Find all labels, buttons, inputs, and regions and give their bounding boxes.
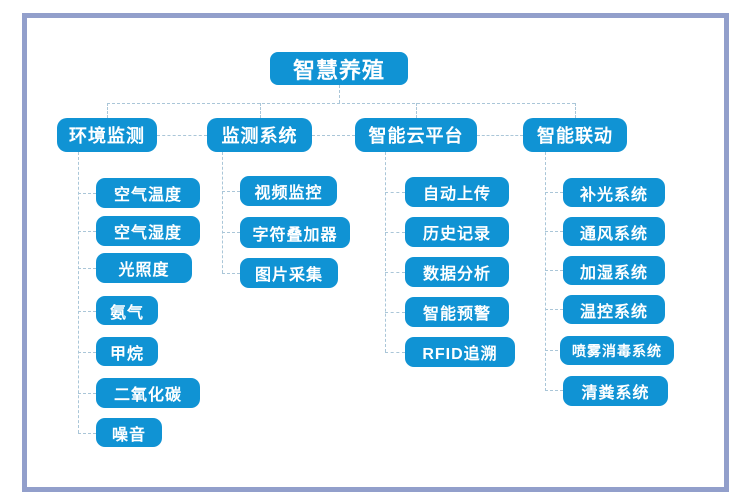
root-node-smart-farming: 智慧养殖 [270,52,408,85]
leaf-humidification-system: 加湿系统 [563,256,665,285]
leaf-rfid-traceability: RFID追溯 [405,337,515,367]
connector-stub [385,352,405,353]
branch-smart-linkage: 智能联动 [523,118,627,152]
branch-env-monitoring: 环境监测 [57,118,157,152]
frame-border [22,13,729,492]
leaf-ammonia: 氨气 [96,296,158,325]
connector-stub [545,192,563,193]
leaf-history-records: 历史记录 [405,217,509,247]
connector-branch-bus [107,103,575,104]
connector-drop-branch-2 [416,103,417,118]
leaf-air-humidity: 空气湿度 [96,216,200,246]
connector-drop-branch-0 [107,103,108,118]
connector-stub [545,309,563,310]
leaf-carbon-dioxide: 二氧化碳 [96,378,200,408]
connector-stub [545,270,563,271]
connector-stub [222,273,240,274]
leaf-temperature-control-system: 温控系统 [563,295,665,324]
connector-stub [78,231,96,232]
connector-stub [222,191,240,192]
connector-drop-branch-1 [260,103,261,118]
leaf-data-analysis: 数据分析 [405,257,509,287]
leaf-character-overlay: 字符叠加器 [240,217,350,248]
connector-title-drop [339,85,340,103]
connector-stub [385,312,405,313]
connector-stub [78,268,96,269]
connector-stub [222,232,240,233]
connector-stub [78,352,96,353]
leaf-noise: 噪音 [96,418,162,447]
leaf-image-capture: 图片采集 [240,258,338,288]
connector-drop-branch-3 [575,103,576,118]
leaf-auto-upload: 自动上传 [405,177,509,207]
connector-trunk-0 [78,152,79,433]
connector-stub [545,231,563,232]
connector-stub [385,232,405,233]
connector-stub [545,350,563,351]
leaf-video-surveillance: 视频监控 [240,176,337,206]
leaf-ventilation-system: 通风系统 [563,217,665,246]
connector-trunk-3 [545,152,546,391]
connector-trunk-1 [222,152,223,273]
leaf-manure-cleaning-system: 清粪系统 [563,376,668,406]
leaf-fill-light-system: 补光系统 [563,178,665,207]
connector-sibling-0-1 [157,135,207,136]
connector-stub [78,193,96,194]
connector-stub [385,192,405,193]
connector-stub [78,433,96,434]
branch-monitoring-system: 监测系统 [207,118,312,152]
leaf-illuminance: 光照度 [96,253,192,283]
branch-cloud-platform: 智能云平台 [355,118,477,152]
leaf-spray-disinfection-system: 喷雾消毒系统 [560,336,674,365]
leaf-smart-alert: 智能预警 [405,297,509,327]
leaf-air-temperature: 空气温度 [96,178,200,208]
connector-stub [78,311,96,312]
connector-stub [78,393,96,394]
connector-trunk-2 [385,152,386,352]
connector-stub [385,272,405,273]
connector-sibling-1-2 [312,135,355,136]
leaf-methane: 甲烷 [96,337,158,366]
connector-sibling-2-3 [477,135,523,136]
connector-stub [545,390,563,391]
